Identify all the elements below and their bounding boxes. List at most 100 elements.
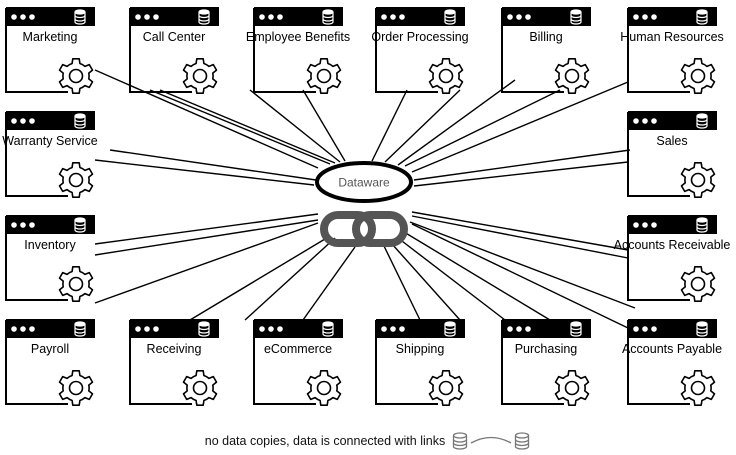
connection-line <box>391 243 461 321</box>
system-label: Human Resources <box>620 30 724 44</box>
connection-line <box>302 89 346 162</box>
connection-line <box>411 211 629 251</box>
connection-line <box>397 79 516 166</box>
system-label: Order Processing <box>371 30 468 44</box>
window-dot <box>633 222 639 228</box>
title-bar <box>628 8 716 26</box>
system-node-warranty-service: Warranty Service <box>2 111 98 199</box>
window-dot <box>268 14 274 20</box>
system-node-marketing: Marketing <box>5 7 95 95</box>
gear-icon <box>428 369 464 407</box>
window-dot <box>516 326 522 332</box>
title-bar <box>6 216 94 234</box>
window-dot <box>20 222 26 228</box>
window-dot <box>399 14 405 20</box>
title-bar <box>628 320 716 338</box>
gear-icon <box>58 162 94 199</box>
system-node-receiving: Receiving <box>129 319 219 407</box>
database-icon <box>515 432 530 450</box>
dataware-hub: Dataware <box>315 161 413 247</box>
connection-line <box>371 89 408 162</box>
window-dot <box>11 14 17 20</box>
gear-icon <box>58 369 94 407</box>
system-label: Accounts Payable <box>622 342 722 356</box>
window-dot <box>135 326 141 332</box>
window-dot <box>29 118 35 124</box>
system-node-ecommerce: eCommerce <box>253 319 343 407</box>
window-dot <box>20 118 26 124</box>
connection-line <box>411 223 629 329</box>
window-dot <box>651 222 657 228</box>
system-node-order-processing: Order Processing <box>371 7 469 95</box>
gear-icon <box>680 162 716 199</box>
title-bar <box>376 320 464 338</box>
window-dot <box>633 118 639 124</box>
system-label: Payroll <box>31 342 69 356</box>
connection-line <box>94 213 319 245</box>
diagram-canvas: Dataware Marketing Call Center Employee Be… <box>2 7 731 407</box>
connection-line <box>94 222 319 304</box>
title-bar <box>130 320 218 338</box>
window-dot <box>642 326 648 332</box>
system-label: Inventory <box>24 238 76 252</box>
connection-line <box>413 149 631 181</box>
system-label: Accounts Receivable <box>614 238 731 252</box>
window-dot <box>29 326 35 332</box>
window-dot <box>651 326 657 332</box>
system-node-accounts-payable: Accounts Payable <box>622 319 722 407</box>
connection-line <box>411 215 629 259</box>
window-dot <box>651 118 657 124</box>
window-dot <box>11 118 17 124</box>
window-dot <box>507 14 513 20</box>
dataware-label: Dataware <box>338 176 390 190</box>
gear-icon <box>680 369 716 407</box>
gear-icon <box>58 265 94 303</box>
title-bar <box>130 8 218 26</box>
title-bar <box>254 8 342 26</box>
connection-line <box>94 69 319 169</box>
title-bar <box>6 112 94 130</box>
window-dot <box>525 14 531 20</box>
connection-line <box>94 159 315 186</box>
window-dot <box>633 14 639 20</box>
title-bar <box>628 216 716 234</box>
system-node-call-center: Call Center <box>129 7 219 95</box>
system-node-accounts-receivable: Accounts Receivable <box>614 215 731 303</box>
title-bar <box>376 8 464 26</box>
window-dot <box>642 14 648 20</box>
connection-line <box>189 235 331 321</box>
connection-line <box>302 246 356 321</box>
footer-caption: no data copies, data is connected with l… <box>0 430 736 452</box>
connection-line <box>94 219 319 256</box>
system-nodes: Marketing Call Center Employee Benefits Ord… <box>2 7 731 407</box>
connection-line <box>159 89 336 164</box>
window-dot <box>390 14 396 20</box>
gear-icon <box>680 57 716 95</box>
connection-line <box>249 89 341 163</box>
system-label: Employee Benefits <box>246 30 350 44</box>
dataware-ellipse <box>315 161 413 203</box>
window-dot <box>381 14 387 20</box>
window-dot <box>11 326 17 332</box>
system-node-sales: Sales <box>627 111 717 199</box>
system-node-human-resources: Human Resources <box>620 7 724 95</box>
system-label: Billing <box>529 30 562 44</box>
system-label: Shipping <box>396 342 445 356</box>
gear-icon <box>306 57 342 95</box>
system-node-purchasing: Purchasing <box>501 319 591 407</box>
window-dot <box>259 14 265 20</box>
system-node-shipping: Shipping <box>375 319 465 407</box>
system-label: Marketing <box>23 30 78 44</box>
connection-line <box>413 161 629 187</box>
connection-line <box>404 89 561 167</box>
system-node-inventory: Inventory <box>5 215 95 303</box>
connection-line <box>409 221 636 309</box>
system-node-payroll: Payroll <box>5 319 95 407</box>
connection-line <box>403 231 551 321</box>
window-dot <box>507 326 513 332</box>
system-label: Call Center <box>143 30 206 44</box>
gear-icon <box>306 369 342 407</box>
title-bar <box>6 8 94 26</box>
window-dot <box>153 14 159 20</box>
